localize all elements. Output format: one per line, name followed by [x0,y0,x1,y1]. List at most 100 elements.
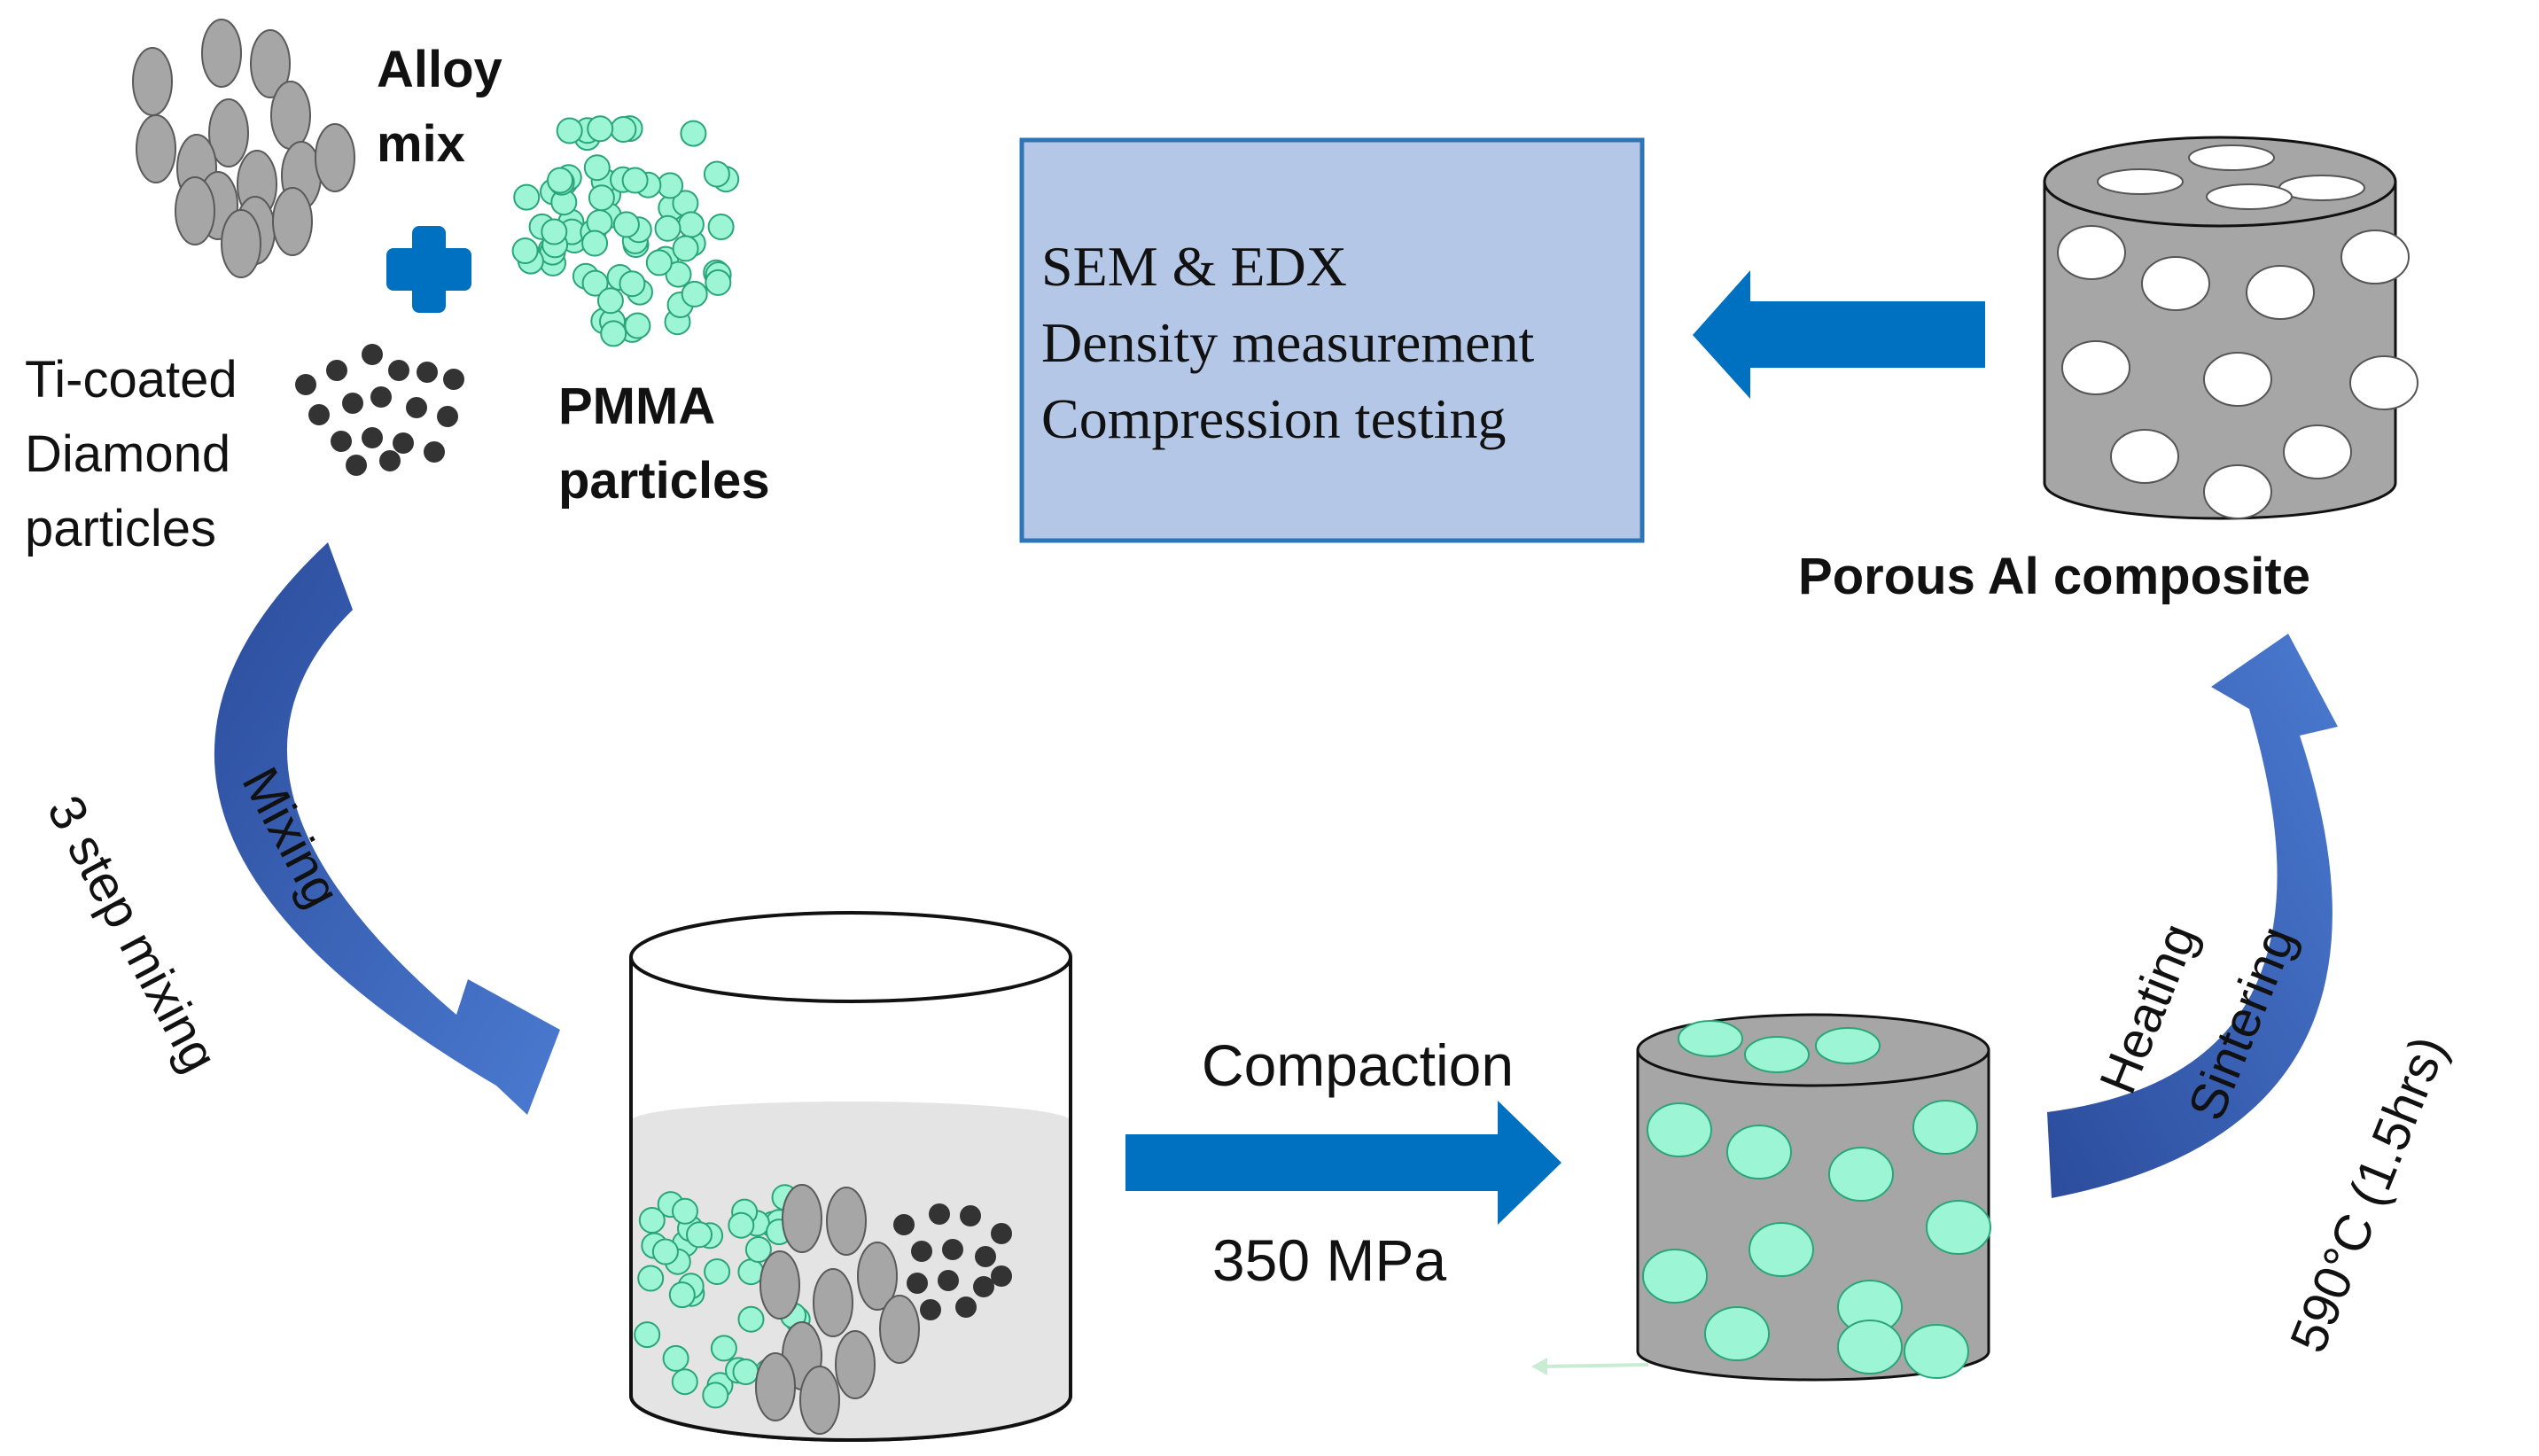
side-white-pore [2340,230,2410,284]
pmma-particle [581,269,609,297]
beaker-alloy-particle [879,1295,920,1364]
top-green-pore [1815,1027,1881,1064]
beaker-pmma-particle [668,1281,696,1309]
diamond-particle [342,393,363,414]
diamond-particle [424,441,445,463]
pmma-particle [511,237,539,264]
diamond-particle [346,455,367,476]
alloy-particle [136,114,176,183]
beaker-diamond-particle [991,1265,1012,1287]
pmma-particle [707,214,735,240]
alloy-particle [175,176,215,245]
faint-arrow [1531,1358,1649,1375]
side-green-pore [1904,1324,1969,1379]
mixing-beaker [629,911,1072,1442]
side-green-pore [1647,1102,1712,1157]
pmma-particles [511,115,740,347]
beaker-pmma-particle [710,1335,737,1362]
pmma-label: PMMA [558,378,715,435]
diamond-particle [362,427,383,448]
alloy-particle [132,47,173,116]
pmma-label-2: particles [558,452,770,510]
alloy-particle [315,123,355,192]
diamond-particle [362,344,383,365]
beaker-diamond-particle [938,1270,959,1291]
diamond-particle [295,374,316,395]
beaker-diamond-particle [973,1276,994,1297]
beaker-diamond-particle [929,1203,950,1225]
pmma-particle [547,167,573,194]
test-compression: Compression testing [1041,387,1506,450]
pmma-particle [619,270,646,298]
diamond-particle [331,431,352,452]
alloy-particle [272,187,313,256]
beaker-particle-mix [634,1184,1012,1435]
pmma-particle [665,261,692,288]
beaker-alloy-particle [799,1366,840,1435]
porous-cylinder [2043,136,2418,520]
pmma-particle [680,120,707,147]
pmma-particle [513,183,541,211]
beaker-pmma-particle [732,1359,759,1385]
side-green-pore [1748,1222,1814,1277]
beaker-pmma-particle [686,1221,713,1249]
diamond-label-2: Diamond [25,425,230,483]
alloy-particle [250,29,291,98]
side-white-pore [2246,265,2315,320]
side-white-pore [2349,355,2418,410]
beaker-diamond-particle [942,1239,963,1260]
side-green-pore [1926,1200,1991,1255]
alloy-label-2: mix [377,115,465,173]
top-green-pore [1744,1036,1810,1073]
pmma-particle [677,211,705,238]
diamond-particle [388,360,409,381]
beaker-diamond-particle [911,1241,932,1262]
side-white-pore [2057,225,2126,280]
side-green-pore [1837,1320,1903,1374]
beaker-alloy-particle [835,1330,876,1399]
mixing-curved-arrow [214,542,560,1115]
diamond-particle [308,404,330,425]
beaker-alloy-particle [813,1268,853,1337]
green-pores [1642,1020,1991,1379]
pmma-particle [587,115,614,143]
diamond-label-3: particles [25,500,216,557]
pmma-particle [610,116,637,143]
pmma-particle [583,154,611,182]
beaker-pmma-particle [704,1258,731,1285]
side-white-pore [2110,429,2179,484]
testing-box [1019,137,1645,543]
side-green-pore [1726,1125,1792,1180]
beaker-alloy-particle [857,1242,898,1311]
beaker-pmma-particle [662,1344,689,1372]
diamond-particle [379,450,401,471]
side-green-pore [1704,1306,1770,1361]
beaker-diamond-particle [960,1205,981,1226]
compacted-cylinder [1636,1013,1991,1382]
beaker-diamond-particle [920,1299,941,1320]
pressure-label: 350 MPa [1212,1227,1446,1293]
pmma-particle [596,287,624,315]
top-green-pore [1678,1020,1743,1057]
pmma-particle [556,117,583,144]
beaker-pmma-particle [634,1321,661,1349]
pmma-particle [621,167,649,194]
diamond-particle [326,360,347,381]
white-pores [2057,144,2418,519]
pmma-particle [624,312,651,339]
compaction-arrow [1125,1101,1562,1225]
diamond-particle [443,369,464,390]
pmma-particle [703,160,730,188]
pmma-particle [541,218,568,245]
pmma-particle [645,249,673,276]
compaction-label: Compaction [1202,1032,1514,1098]
beaker-pmma-particle [737,1305,765,1333]
beaker-pmma-particle [638,1207,666,1234]
porous-label: Porous Al composite [1798,548,2310,605]
beaker-diamond-particle [955,1296,977,1318]
beaker-pmma-particle [728,1211,755,1239]
diamond-particle [406,397,427,418]
diamond-particle [437,406,458,427]
side-green-pore [1912,1100,1978,1155]
